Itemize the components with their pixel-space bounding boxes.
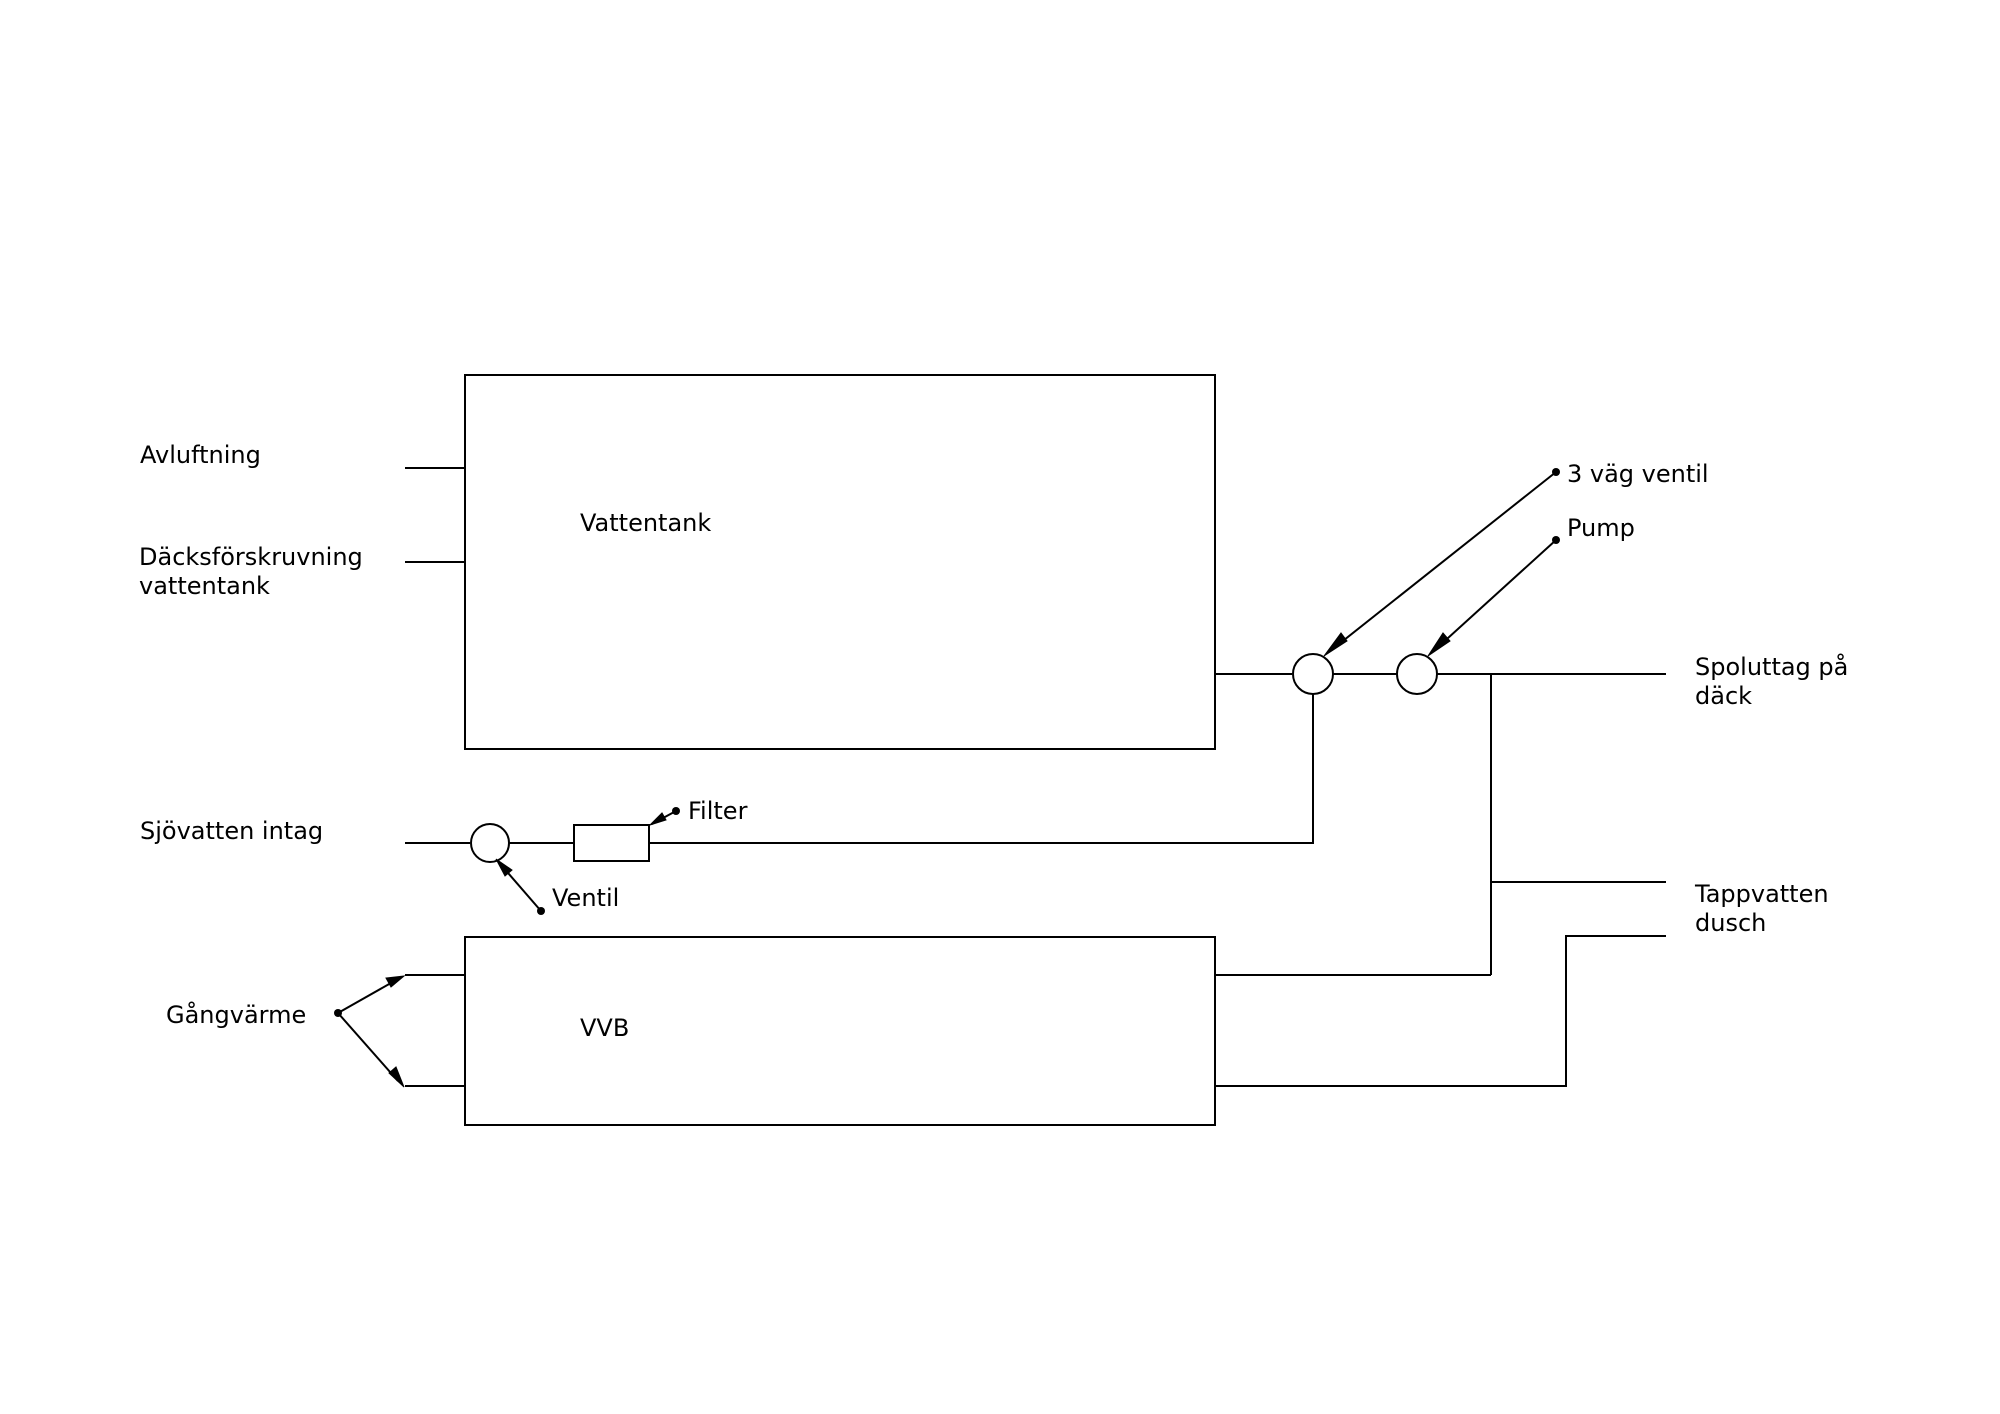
decksforskruvning-label-line2: vattentank (139, 572, 270, 600)
three-way-valve-leader-dot (1552, 468, 1560, 476)
pump-symbol (1396, 653, 1438, 695)
three-way-valve-leader (1333, 471, 1557, 649)
ventil-leader-dot (537, 907, 545, 915)
sjovatten-intag-label: Sjövatten intag (140, 817, 323, 845)
filter-symbol (573, 824, 650, 862)
vattentank-box (464, 374, 1216, 750)
ventil-label: Ventil (552, 884, 619, 912)
filter-label: Filter (688, 797, 748, 825)
pump-leader-dot (1552, 536, 1560, 544)
spoluttag-label-line1: Spoluttag på (1695, 652, 1848, 681)
gangvarme-label: Gångvärme (166, 1000, 306, 1029)
filter-to-valve-pipe (649, 694, 1314, 844)
tappvatten-label-line1: Tappvatten (1694, 880, 1829, 908)
vvb-box (464, 936, 1216, 1126)
vvb-label: VVB (580, 1014, 629, 1042)
gangvarme-leader-bottom (337, 1012, 399, 1082)
gangvarme-leader-dot (334, 1009, 342, 1017)
gangvarme-arrowhead-top (385, 975, 406, 988)
three-way-valve-arrowhead (1323, 632, 1348, 657)
filter-leader-dot (672, 807, 680, 815)
gangvarme-arrowhead-bottom (388, 1066, 405, 1088)
three-way-valve-symbol (1292, 653, 1334, 695)
pump-leader (1436, 539, 1557, 649)
gangvarme-leader-top (337, 978, 399, 1014)
vvb-outlet-pipe (1215, 935, 1666, 1087)
ventil-arrowhead (495, 858, 513, 877)
pump-arrowhead (1427, 632, 1451, 657)
intake-valve-symbol (470, 823, 510, 863)
pump-label: Pump (1567, 514, 1635, 542)
avluftning-label: Avluftning (140, 441, 261, 469)
three-way-valve-label: 3 väg ventil (1567, 460, 1709, 488)
vattentank-label: Vattentank (580, 509, 711, 537)
tappvatten-label-line2: dusch (1695, 909, 1766, 937)
decksforskruvning-label-line1: Däcksförskruvning (139, 543, 363, 571)
spoluttag-label-line2: däck (1695, 682, 1752, 710)
filter-arrowhead (649, 812, 667, 826)
